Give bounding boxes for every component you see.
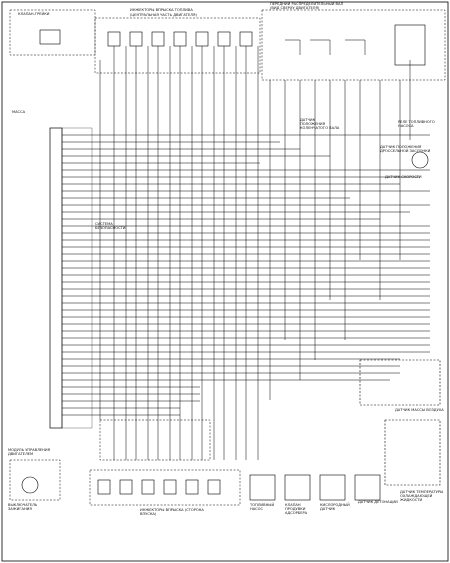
canister-valve-label: КЛАПАН ПРОДУВКИ АДСОРБЕРА: [285, 503, 308, 515]
crank-sensor-label: ДАТЧИК ПОЛОЖЕНИЯ КОЛЕНЧАТОГО ВАЛА: [300, 118, 340, 130]
camshaft-sub-label: (ВИД СВЕРХУ ДВИГАТЕЛЯ): [270, 6, 320, 10]
throttle-sensor-label: ДАТЧИК ПОЛОЖЕНИЯ ДРОССЕЛЬНОЙ ЗАСЛОНКИ: [380, 145, 431, 153]
mass-air-flow-label: ДАТЧИК МАССЫ ВОЗДУХА: [395, 408, 444, 412]
coolant-sensor-label: ДАТЧИК ТЕМПЕРАТУРЫ ОХЛАЖДАЮЩЕЙ ЖИДКОСТИ: [400, 490, 444, 502]
control-module-label: МОДУЛЬ УПРАВЛЕНИЯ ДВИГАТЕЛЕМ: [8, 448, 51, 456]
ignition-switch-label: ВЫКЛЮЧАТЕЛЬ ЗАЖИГАНИЯ: [8, 503, 38, 511]
speed-sensor-label: ДАТЧИК СКОРОСТИ: [385, 175, 422, 179]
camshaft-block: [261, 9, 446, 81]
wiring-vertical: [99, 46, 411, 460]
vs-relay-label: РЕЛЕ ТОПЛИВНОГО НАСОСА: [398, 120, 435, 128]
knock-sensor-label: ДАТЧИК ДЕТОНАЦИИ: [358, 500, 398, 504]
injectors-sub-label: (ЦЕНТРАЛЬНАЯ ЧАСТЬ ДВИГАТЕЛЯ): [130, 13, 197, 17]
security-system-label: СИСТЕМА БЕЗОПАСНОСТИ: [95, 222, 126, 230]
ignition-coils-label: КЛАПАН-ГРЕЙКИ: [18, 12, 50, 16]
injectors-title-label: ИНЖЕКТОРЫ ВПРЫСКА ТОПЛИВА: [130, 8, 193, 12]
central-harness-box: [99, 419, 211, 461]
camshaft-title-label: ПЕРЕДНИЙ РАСПРЕДЕЛИТЕЛЬНЫЙ ВАЛ: [270, 2, 344, 6]
control-module-box: [9, 459, 61, 501]
ignition-coil-block: [9, 9, 96, 56]
oxygen-sensor-label: КИСЛОРОДНЫЙ ДАТЧИК: [320, 503, 350, 511]
ground-main-label: МАССА: [12, 110, 26, 114]
fuel-pump-label: ТОПЛИВНЫЙ НАСОС: [250, 503, 275, 511]
bottom-injectors-label: ИНЖЕКТОРЫ ВПРЫСКА (СТОРОНА ВПУСКА): [140, 508, 204, 516]
bottom-injector-block: [89, 469, 241, 506]
bottom-components: [249, 151, 441, 501]
ecm-connector: [49, 127, 93, 429]
